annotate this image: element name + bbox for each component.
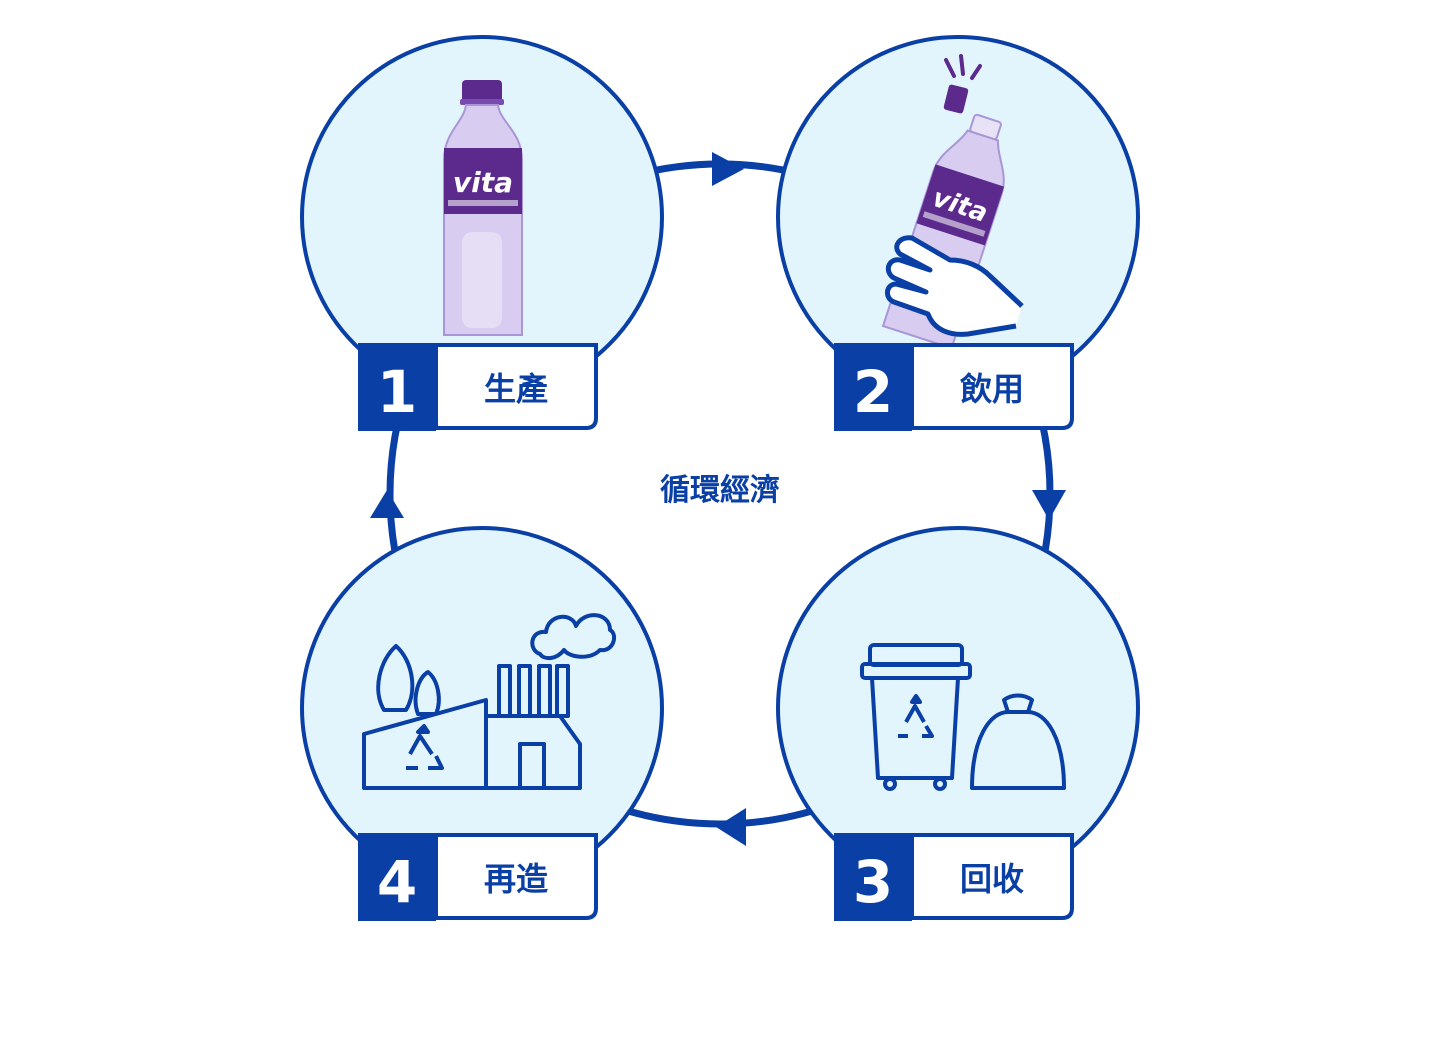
step-label: 回收 [960,860,1024,898]
vita-bottle-icon: vita [443,80,523,336]
step-label: 飲用 [960,370,1024,408]
recycling-factory-icon [362,613,617,790]
step-number-box [358,343,436,431]
step-4-remanufacture: 4 再造 [300,526,664,921]
step-number: 1 [377,358,417,426]
step-label-box [434,833,598,920]
step-label-box [910,343,1074,430]
arrow-left-icon [716,808,746,846]
arrow-down-icon [1032,490,1066,520]
step-label-box [434,343,598,430]
arrow-up-icon [370,490,404,518]
step-number: 4 [377,848,417,916]
hand-opening-bottle-icon: vita [881,54,1024,350]
step-1-production: vita 1 生產 [300,35,664,431]
step-number-box [358,833,436,921]
step-label: 再造 [484,860,548,898]
bottle-brand-label: vita [453,166,513,199]
arrow-right-icon [712,152,744,186]
step-label-box [910,833,1074,920]
center-label: 循環經濟 [660,473,780,508]
step-label: 生產 [484,370,548,408]
step-number: 3 [853,848,893,916]
step-number-box [834,343,912,431]
step-number-box [834,833,912,921]
step-2-drinking: vita 2 飲用 [776,35,1140,431]
recycle-bin-and-bag-icon [860,643,1066,791]
step-3-recycling: 3 回收 [776,526,1140,921]
step-number: 2 [853,358,893,426]
